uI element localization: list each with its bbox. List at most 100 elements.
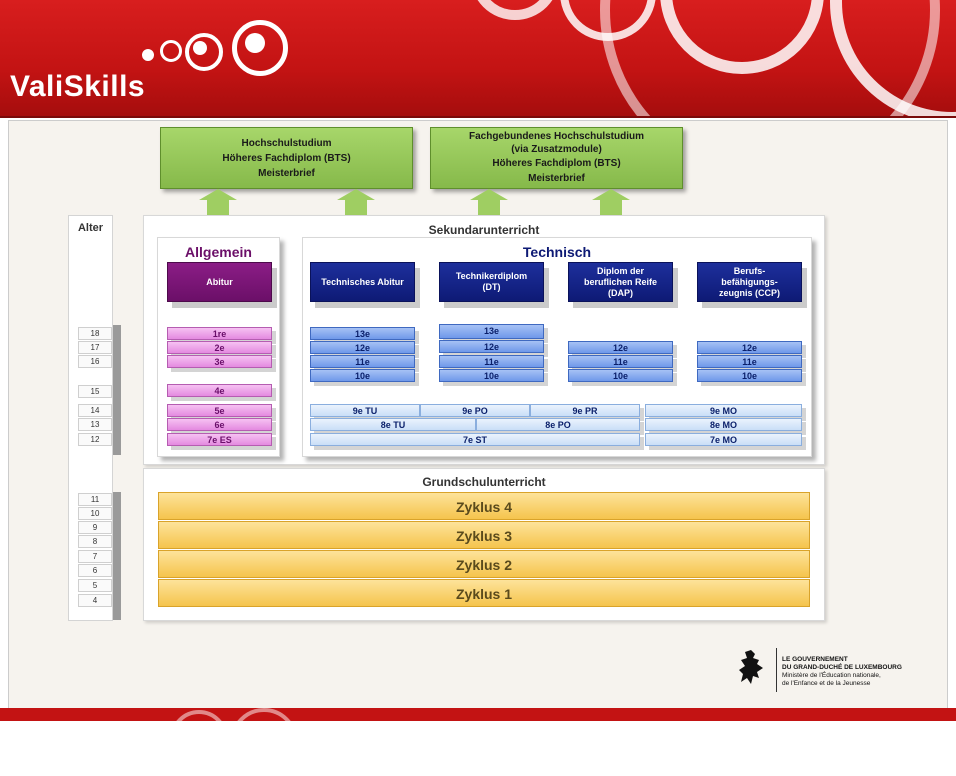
age-cell: 8 [78, 535, 112, 548]
age-shadow [113, 325, 121, 455]
degree-technician-diploma: Technikerdiplom (DT) [439, 262, 544, 302]
arrow-up-icon [470, 189, 508, 215]
grade-cell: 5e [167, 404, 272, 417]
higher-education-box: Hochschulstudium Höheres Fachdiplom (BTS… [160, 127, 413, 189]
degree-line: zeugnis (CCP) [718, 287, 780, 298]
grade-cell: 13e [439, 324, 544, 339]
ministry-line: de l'Enfance et de la Jeunesse [782, 680, 871, 687]
orientation-cell: 9e PO [420, 404, 530, 417]
logo-circle [185, 33, 223, 71]
grade-cell: 11e [568, 355, 673, 368]
box-line: Fachgebundenes Hochschulstudium [468, 131, 645, 142]
grade-cell: 1re [167, 327, 272, 340]
grade-cell: 11e [697, 355, 802, 368]
age-cell: 12 [78, 433, 112, 446]
arrow-up-icon [592, 189, 630, 215]
arrow-up-icon [337, 189, 375, 215]
footer-bar [0, 708, 956, 776]
age-cell: 10 [78, 507, 112, 520]
age-header: Alter [77, 222, 104, 234]
cycle-3: Zyklus 3 [158, 521, 810, 549]
age-cell: 13 [78, 418, 112, 431]
grade-cell: 13e [310, 327, 415, 340]
box-line: Meisterbrief [528, 173, 585, 184]
degree-ccp: Berufs- befähigungs- zeugnis (CCP) [697, 262, 802, 302]
ministry-line: Ministère de l'Éducation nationale, [782, 672, 881, 679]
age-cell: 15 [78, 385, 112, 398]
section-title: Grundschulunterricht [422, 475, 546, 489]
grade-cell: 6e [167, 418, 272, 431]
grade-cell: 3e [167, 355, 272, 368]
grade-cell: 11e [439, 355, 544, 368]
orientation-cell: 8e TU [310, 418, 476, 431]
ministry-line: LE GOUVERNEMENT [782, 656, 848, 663]
box-line: (via Zusatzmodule) [511, 144, 602, 155]
orientation-cell: 8e MO [645, 418, 802, 431]
ministry-line: DU GRAND-DUCHÉ DE LUXEMBOURG [782, 664, 902, 671]
degree-line: Technikerdiplom [455, 271, 528, 281]
orientation-cell: 9e PR [530, 404, 640, 417]
grade-cell: 11e [310, 355, 415, 368]
orientation-cell: 7e ST [310, 433, 640, 446]
age-shadow [113, 492, 121, 620]
age-cell: 18 [78, 327, 112, 340]
grade-cell: 10e [439, 369, 544, 382]
degree-line: Technisches Abitur [321, 276, 404, 287]
logo-circle [245, 33, 265, 53]
decor-circle [170, 710, 228, 768]
logo-divider [776, 648, 777, 692]
grade-cell: 4e [167, 384, 272, 397]
lion-emblem-icon [735, 648, 769, 688]
degree-line: Berufs- [733, 265, 766, 276]
box-line: Höheres Fachdiplom (BTS) [492, 158, 621, 169]
age-cell: 5 [78, 579, 112, 592]
degree-line: befähigungs- [721, 276, 778, 287]
grade-cell: 10e [697, 369, 802, 382]
grade-cell: 10e [310, 369, 415, 382]
grade-cell: 12e [439, 340, 544, 353]
grade-cell: 10e [568, 369, 673, 382]
grade-cell: 12e [697, 341, 802, 354]
logo-circle [232, 20, 288, 76]
grade-cell: 12e [568, 341, 673, 354]
cycle-4: Zyklus 4 [158, 492, 810, 520]
technical-title: Technisch [522, 244, 592, 260]
decor-circle [470, 0, 560, 20]
logo-circle [160, 40, 182, 62]
grade-cell: 7e ES [167, 433, 272, 446]
age-cell: 6 [78, 564, 112, 577]
age-cell: 17 [78, 341, 112, 354]
cycle-1: Zyklus 1 [158, 579, 810, 607]
logo-circle [193, 41, 207, 55]
logo-text: ValiSkills [10, 70, 146, 103]
degree-line: beruflichen Reife [583, 276, 657, 287]
degree-line: (DAP) [608, 287, 633, 298]
degree-technical-abitur: Technisches Abitur [310, 262, 415, 302]
degree-abitur: Abitur [167, 262, 272, 302]
decor-circle [230, 708, 298, 776]
orientation-cell: 9e MO [645, 404, 802, 417]
age-cell: 4 [78, 594, 112, 607]
age-cell: 16 [78, 355, 112, 368]
orientation-cell: 9e TU [310, 404, 420, 417]
age-cell: 14 [78, 404, 112, 417]
arrow-up-icon [199, 189, 237, 215]
general-title: Allgemein [185, 244, 252, 260]
logo-dot [142, 49, 154, 61]
age-cell: 9 [78, 521, 112, 534]
orientation-cell: 8e PO [476, 418, 640, 431]
orientation-cell: 7e MO [645, 433, 802, 446]
degree-line: Diplom der [596, 265, 644, 276]
grade-cell: 2e [167, 341, 272, 354]
cycle-2: Zyklus 2 [158, 550, 810, 578]
grade-cell: 12e [310, 341, 415, 354]
box-line: Höheres Fachdiplom (BTS) [222, 153, 351, 164]
specialised-higher-education-box: Fachgebundenes Hochschulstudium (via Zus… [430, 127, 683, 189]
age-cell: 11 [78, 493, 112, 506]
ministry-text: LE GOUVERNEMENT DU GRAND-DUCHÉ DE LUXEMB… [782, 656, 952, 688]
section-title: Sekundarunterricht [428, 223, 540, 237]
age-cell: 7 [78, 550, 112, 563]
box-line: Hochschulstudium [241, 138, 332, 149]
header-banner: ValiSkills [0, 0, 956, 118]
box-line: Meisterbrief [258, 168, 315, 179]
